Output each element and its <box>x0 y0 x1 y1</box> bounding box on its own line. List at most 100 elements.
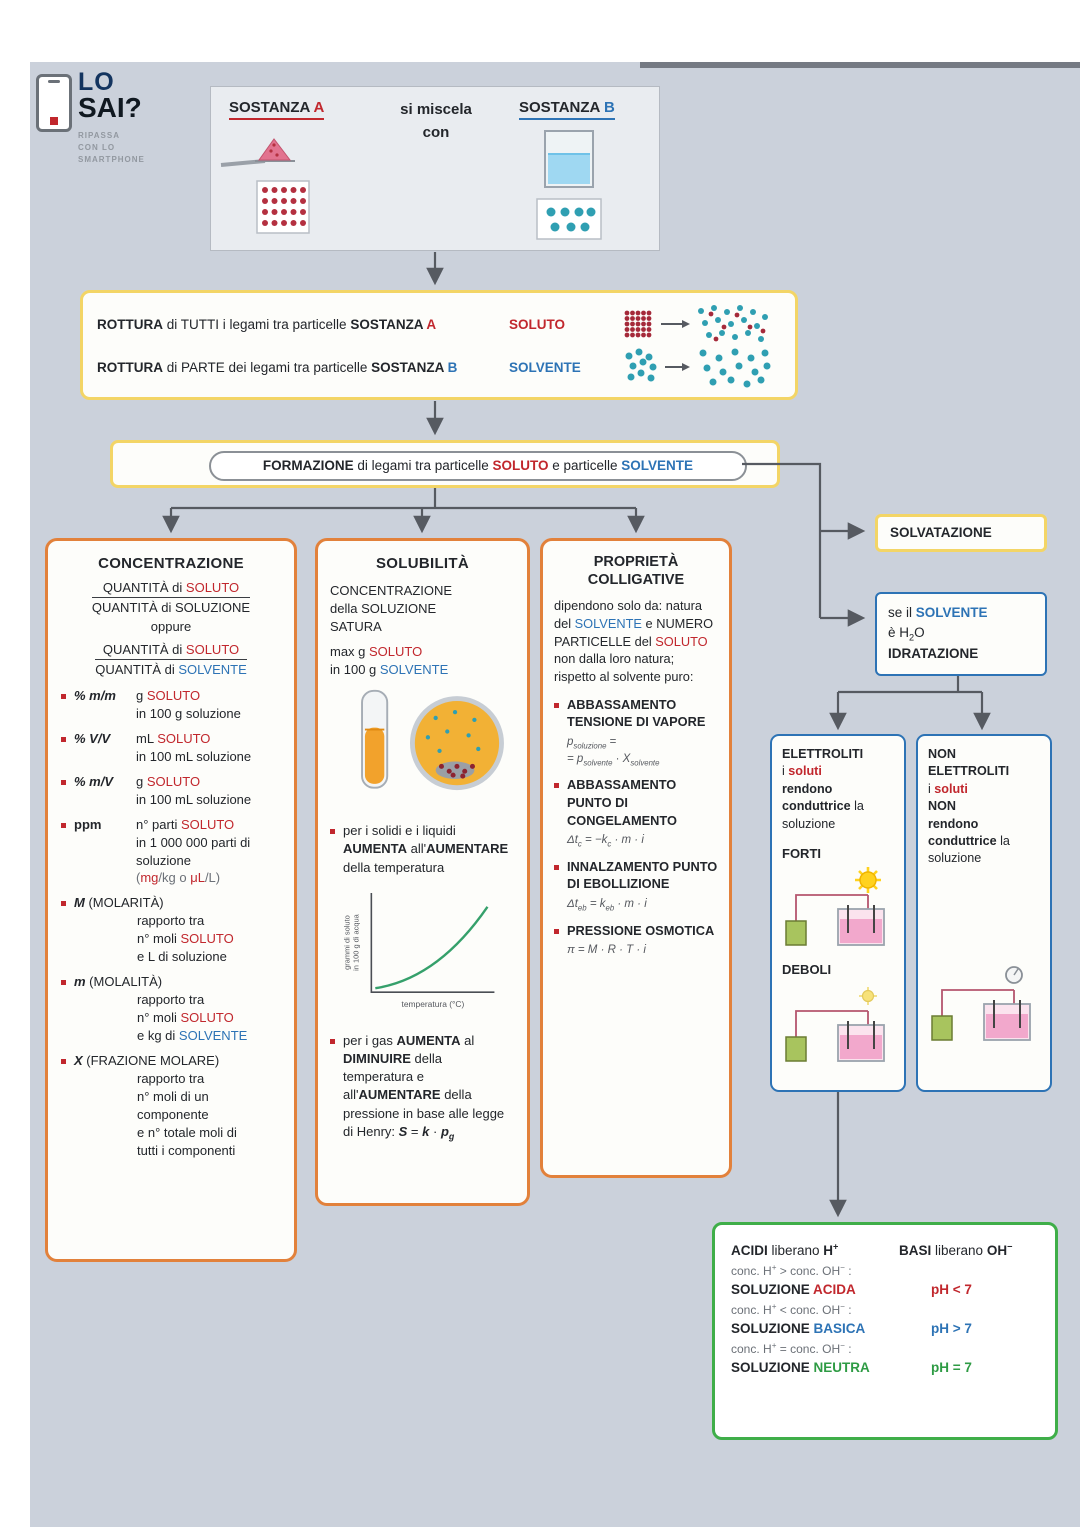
colligative-item-osmotica: PRESSIONE OSMOTICA π = M · R · T · i <box>554 922 718 959</box>
unit-term: X (FRAZIONE MOLARE) <box>74 1052 220 1068</box>
solvent-dissociation-icon <box>625 348 771 387</box>
bullet-icon <box>330 1038 335 1044</box>
powder-crystal-icon <box>220 138 310 234</box>
colligative-title-line1: PROPRIETÀ <box>593 554 679 570</box>
bullet-icon <box>61 980 66 986</box>
ph-row-header: ACIDI liberano H+ BASI liberano OH− <box>731 1241 1039 1258</box>
substance-a-label: SOSTANZA A <box>229 99 325 120</box>
solute-dissociation-icon <box>624 304 768 342</box>
colligative-item-title: PRESSIONE OSMOTICA <box>567 922 715 938</box>
solvatazione-box: SOLVATAZIONE <box>875 514 1047 552</box>
colligative-item-title: ABBASSAMENTO TENSIONE DI VAPORE <box>567 696 706 730</box>
mixing-panel: SOSTANZA A si miscela con SOSTANZA B <box>210 86 660 251</box>
fraction-soluto-soluzione: QUANTITÀ di SOLUTO QUANTITÀ di SOLUZIONE <box>91 580 251 615</box>
bullet-icon <box>330 829 335 835</box>
fraction-numerator: QUANTITÀ di SOLUTO <box>91 580 251 598</box>
graph-ylabel-line1: grammi di soluto <box>343 915 352 970</box>
bullet-icon <box>554 783 559 789</box>
solvente-label: SOLVENTE <box>509 360 581 375</box>
bright-lamp-circuit-icon <box>785 866 885 946</box>
mix-label-line1: si miscela <box>400 101 472 118</box>
acidi-basi-panel: ACIDI liberano H+ BASI liberano OH− conc… <box>712 1222 1058 1440</box>
colligative-intro: dipendono solo da: natura del SOLVENTE e… <box>554 598 714 684</box>
bullet-icon <box>554 702 559 708</box>
rottura-text-2: ROTTURA di PARTE dei legami tra particel… <box>97 360 458 375</box>
phone-speaker <box>48 80 60 83</box>
unit-term: M (MOLARITÀ) <box>74 895 164 911</box>
logo-tagline-line: CON LO <box>78 143 116 152</box>
colligative-item-vapore: ABBASSAMENTO TENSIONE DI VAPORE psoluzio… <box>554 696 718 768</box>
fraction-denominator: QUANTITÀ di SOLVENTE <box>95 662 247 677</box>
logo-text-sai: SAI? <box>78 92 142 123</box>
soluzione-basica-label: SOLUZIONE BASICA <box>731 1321 866 1336</box>
beaker-liquid-icon <box>536 130 602 240</box>
bullet-icon <box>554 928 559 934</box>
conc-condition: conc. H+ > conc. OH− : <box>731 1263 852 1278</box>
ph-row-conc-basica: conc. H+ < conc. OH− : <box>731 1302 1039 1317</box>
soluto-label: SOLUTO <box>509 317 566 332</box>
colligative-formula: Δteb = keb · m · i <box>567 898 647 913</box>
smartphone-icon <box>36 74 72 132</box>
ph-basica-value: pH > 7 <box>931 1321 972 1336</box>
bullet-icon <box>61 779 66 785</box>
fraction-soluto-solvente: QUANTITÀ di SOLUTO QUANTITÀ di SOLVENTE <box>95 642 247 677</box>
formazione-pill: FORMAZIONE di legami tra particelle SOLU… <box>209 451 747 481</box>
logo-tagline-line: RIPASSA <box>78 131 120 140</box>
unit-term: % m/m <box>74 688 116 703</box>
fraction-denominator: QUANTITÀ di SOLUZIONE <box>91 600 251 615</box>
ph-acida-value: pH < 7 <box>931 1282 972 1297</box>
colligative-formula: π = M · R · T · i <box>567 944 646 957</box>
bullet-icon <box>61 1058 66 1064</box>
test-tube-magnifier-icon <box>361 689 504 791</box>
ph-row-neutra: SOLUZIONE NEUTRA pH = 7 <box>731 1360 1039 1375</box>
rottura-text-1: ROTTURA di TUTTI i legami tra particelle… <box>97 317 437 332</box>
bullet-icon <box>61 822 66 828</box>
ph-row-acida: SOLUZIONE ACIDA pH < 7 <box>731 1282 1039 1297</box>
unit-term: m (MOLALITÀ) <box>74 974 163 990</box>
acidi-label: ACIDI liberano H+ <box>731 1241 839 1258</box>
solubilita-bullet-solids-text: per i solidi e i liquidi AUMENTA all'AUM… <box>343 823 509 875</box>
dim-lamp-circuit-icon <box>785 986 885 1062</box>
colligative-item-title: INNALZAMENTO PUNTO DI EBOLLIZIONE <box>567 858 718 892</box>
soluzione-acida-label: SOLUZIONE ACIDA <box>731 1282 856 1297</box>
conc-condition: conc. H+ = conc. OH− : <box>731 1341 852 1356</box>
logo-text-lo: LO <box>78 68 115 96</box>
colligative-formula: psoluzione == psolvente · Xsolvente <box>567 735 660 767</box>
mix-label: si miscela con <box>366 99 506 144</box>
concentrazione-title: CONCENTRAZIONE <box>98 555 244 572</box>
concentrazione-panel: CONCENTRAZIONE QUANTITÀ di SOLUTO QUANTI… <box>45 538 297 1262</box>
unit-term: % m/V <box>74 773 114 789</box>
mix-label-line2: con <box>422 123 450 141</box>
solubility-temperature-graph: grammi di soluto in 100 g di acqua tempe… <box>343 892 495 1009</box>
substance-b-label: SOSTANZA B <box>519 99 615 120</box>
bullet-icon <box>61 694 66 699</box>
ph-row-conc-neutra: conc. H+ = conc. OH− : <box>731 1341 1039 1356</box>
ph-row-basica: SOLUZIONE BASICA pH > 7 <box>731 1321 1039 1336</box>
conc-condition: conc. H+ < conc. OH− : <box>731 1302 852 1317</box>
fraction-numerator: QUANTITÀ di SOLUTO <box>95 642 247 660</box>
solubilita-bullet-solids: per i solidi e i liquidi AUMENTA all'AUM… <box>330 822 515 877</box>
forti-label: FORTI <box>782 845 821 861</box>
formazione-panel: FORMAZIONE di legami tra particelle SOLU… <box>110 440 780 488</box>
